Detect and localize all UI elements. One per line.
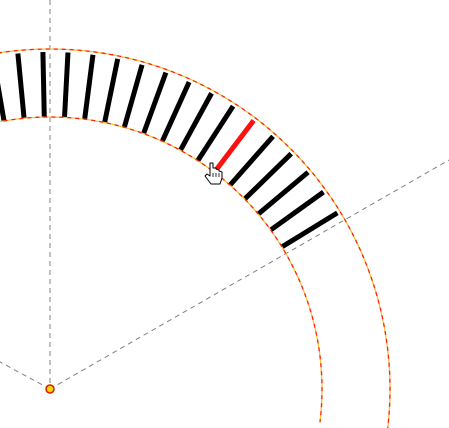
stair-tread[interactable] <box>228 134 275 187</box>
stair-tread[interactable] <box>141 71 169 135</box>
arc-center-marker[interactable] <box>45 384 55 394</box>
stair-tread[interactable] <box>256 170 310 216</box>
inner-arc-dashes <box>0 116 323 423</box>
stair-tread[interactable] <box>178 92 214 152</box>
outer-arc-dashes <box>0 48 391 428</box>
stair-tread[interactable] <box>160 81 192 143</box>
center-point[interactable] <box>45 384 55 394</box>
stair-tread[interactable] <box>62 52 71 118</box>
inner-arc[interactable] <box>0 116 323 423</box>
stair-tread[interactable] <box>242 151 293 201</box>
stair-tread[interactable] <box>82 54 96 120</box>
stair-tread[interactable] <box>121 64 145 129</box>
stair-arcs[interactable] <box>0 48 391 428</box>
selected-tread[interactable] <box>212 118 256 174</box>
stair-tread[interactable] <box>280 210 339 250</box>
construction-guides <box>0 0 449 390</box>
left-guide-line <box>0 361 51 390</box>
diagonal-guide-line <box>49 159 449 390</box>
outer-arc[interactable] <box>0 48 391 428</box>
stair-tread[interactable] <box>15 53 27 119</box>
stair-tread[interactable] <box>0 57 7 122</box>
stair-treads[interactable] <box>0 52 339 250</box>
hand-pointer-shape <box>204 162 223 185</box>
hand-pointer-icon <box>204 162 223 185</box>
stair-tread[interactable] <box>40 52 47 118</box>
stair-tread[interactable] <box>102 58 121 124</box>
stair-tread[interactable] <box>195 104 236 163</box>
stair-tread[interactable] <box>269 190 325 233</box>
